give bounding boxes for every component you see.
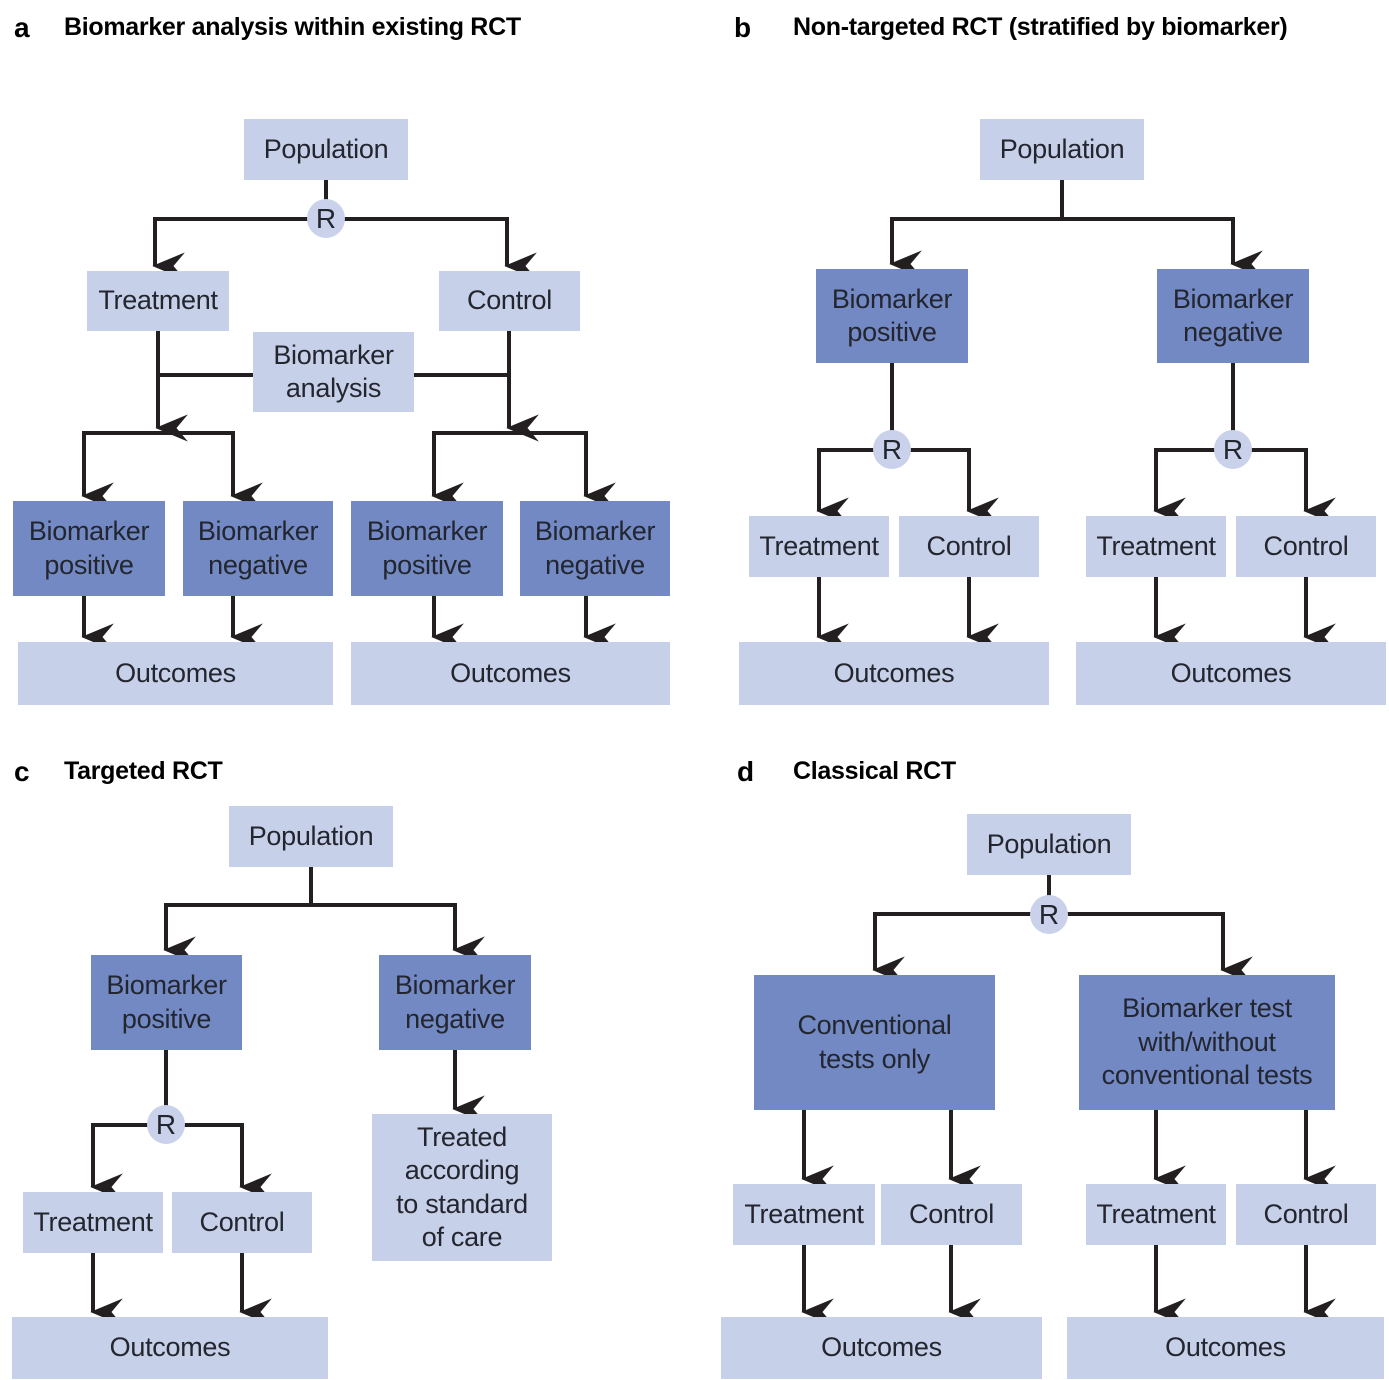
node-treatment-b-negative: Treatment [1086, 516, 1226, 577]
panel-a-title: Biomarker analysis within existing RCT [64, 13, 521, 41]
panel-b-title: Non-targeted RCT (stratified by biomarke… [793, 13, 1288, 41]
node-standard-of-care-c: Treated according to standard of care [372, 1114, 552, 1261]
randomization-badge-a: R [307, 199, 345, 238]
node-control-a: Control [439, 271, 580, 331]
node-outcomes-a-control: Outcomes [351, 642, 670, 705]
node-control-b-negative: Control [1236, 516, 1376, 577]
panel-b-label: b [734, 12, 751, 43]
node-biomarker-negative-a-control: Biomarker negative [520, 501, 670, 596]
node-population-b: Population [980, 119, 1144, 180]
node-biomarker-negative-b: Biomarker negative [1157, 269, 1309, 363]
node-control-c: Control [172, 1192, 312, 1253]
randomization-badge-d: R [1030, 895, 1068, 934]
node-control-b-positive: Control [899, 516, 1039, 577]
panel-d-title: Classical RCT [793, 757, 956, 785]
node-treatment-a: Treatment [87, 271, 229, 331]
node-biomarker-negative-a-treatment: Biomarker negative [183, 501, 333, 596]
randomization-badge-b-positive: R [873, 430, 911, 469]
node-outcomes-c: Outcomes [12, 1317, 328, 1379]
node-control-d-conventional: Control [881, 1184, 1022, 1245]
node-biomarker-test-d: Biomarker test with/without conventional… [1079, 975, 1335, 1110]
randomization-badge-c: R [147, 1105, 185, 1144]
node-treatment-d-biomarker: Treatment [1086, 1184, 1226, 1245]
panel-a-label: a [14, 12, 30, 43]
node-conventional-tests-d: Conventional tests only [754, 975, 995, 1110]
node-outcomes-b-negative: Outcomes [1076, 642, 1386, 705]
node-outcomes-d-conventional: Outcomes [721, 1317, 1042, 1379]
node-treatment-d-conventional: Treatment [733, 1184, 875, 1245]
node-biomarker-positive-a-treatment: Biomarker positive [13, 501, 165, 596]
node-population-d: Population [967, 814, 1131, 875]
panel-d-label: d [737, 756, 754, 787]
randomization-badge-b-negative: R [1214, 430, 1252, 469]
node-outcomes-b-positive: Outcomes [739, 642, 1049, 705]
node-biomarker-negative-c: Biomarker negative [379, 955, 531, 1050]
node-outcomes-d-biomarker: Outcomes [1067, 1317, 1384, 1379]
node-population-a: Population [244, 119, 408, 180]
node-population-c: Population [229, 806, 393, 867]
node-control-d-biomarker: Control [1236, 1184, 1376, 1245]
panel-c-title: Targeted RCT [64, 757, 223, 785]
node-biomarker-analysis-a: Biomarker analysis [253, 332, 414, 412]
node-outcomes-a-treatment: Outcomes [18, 642, 333, 705]
node-treatment-c: Treatment [23, 1192, 163, 1253]
node-biomarker-positive-c: Biomarker positive [91, 955, 242, 1050]
panel-c-label: c [14, 756, 30, 787]
node-biomarker-positive-b: Biomarker positive [816, 269, 968, 363]
node-treatment-b-positive: Treatment [749, 516, 889, 577]
node-biomarker-positive-a-control: Biomarker positive [351, 501, 503, 596]
